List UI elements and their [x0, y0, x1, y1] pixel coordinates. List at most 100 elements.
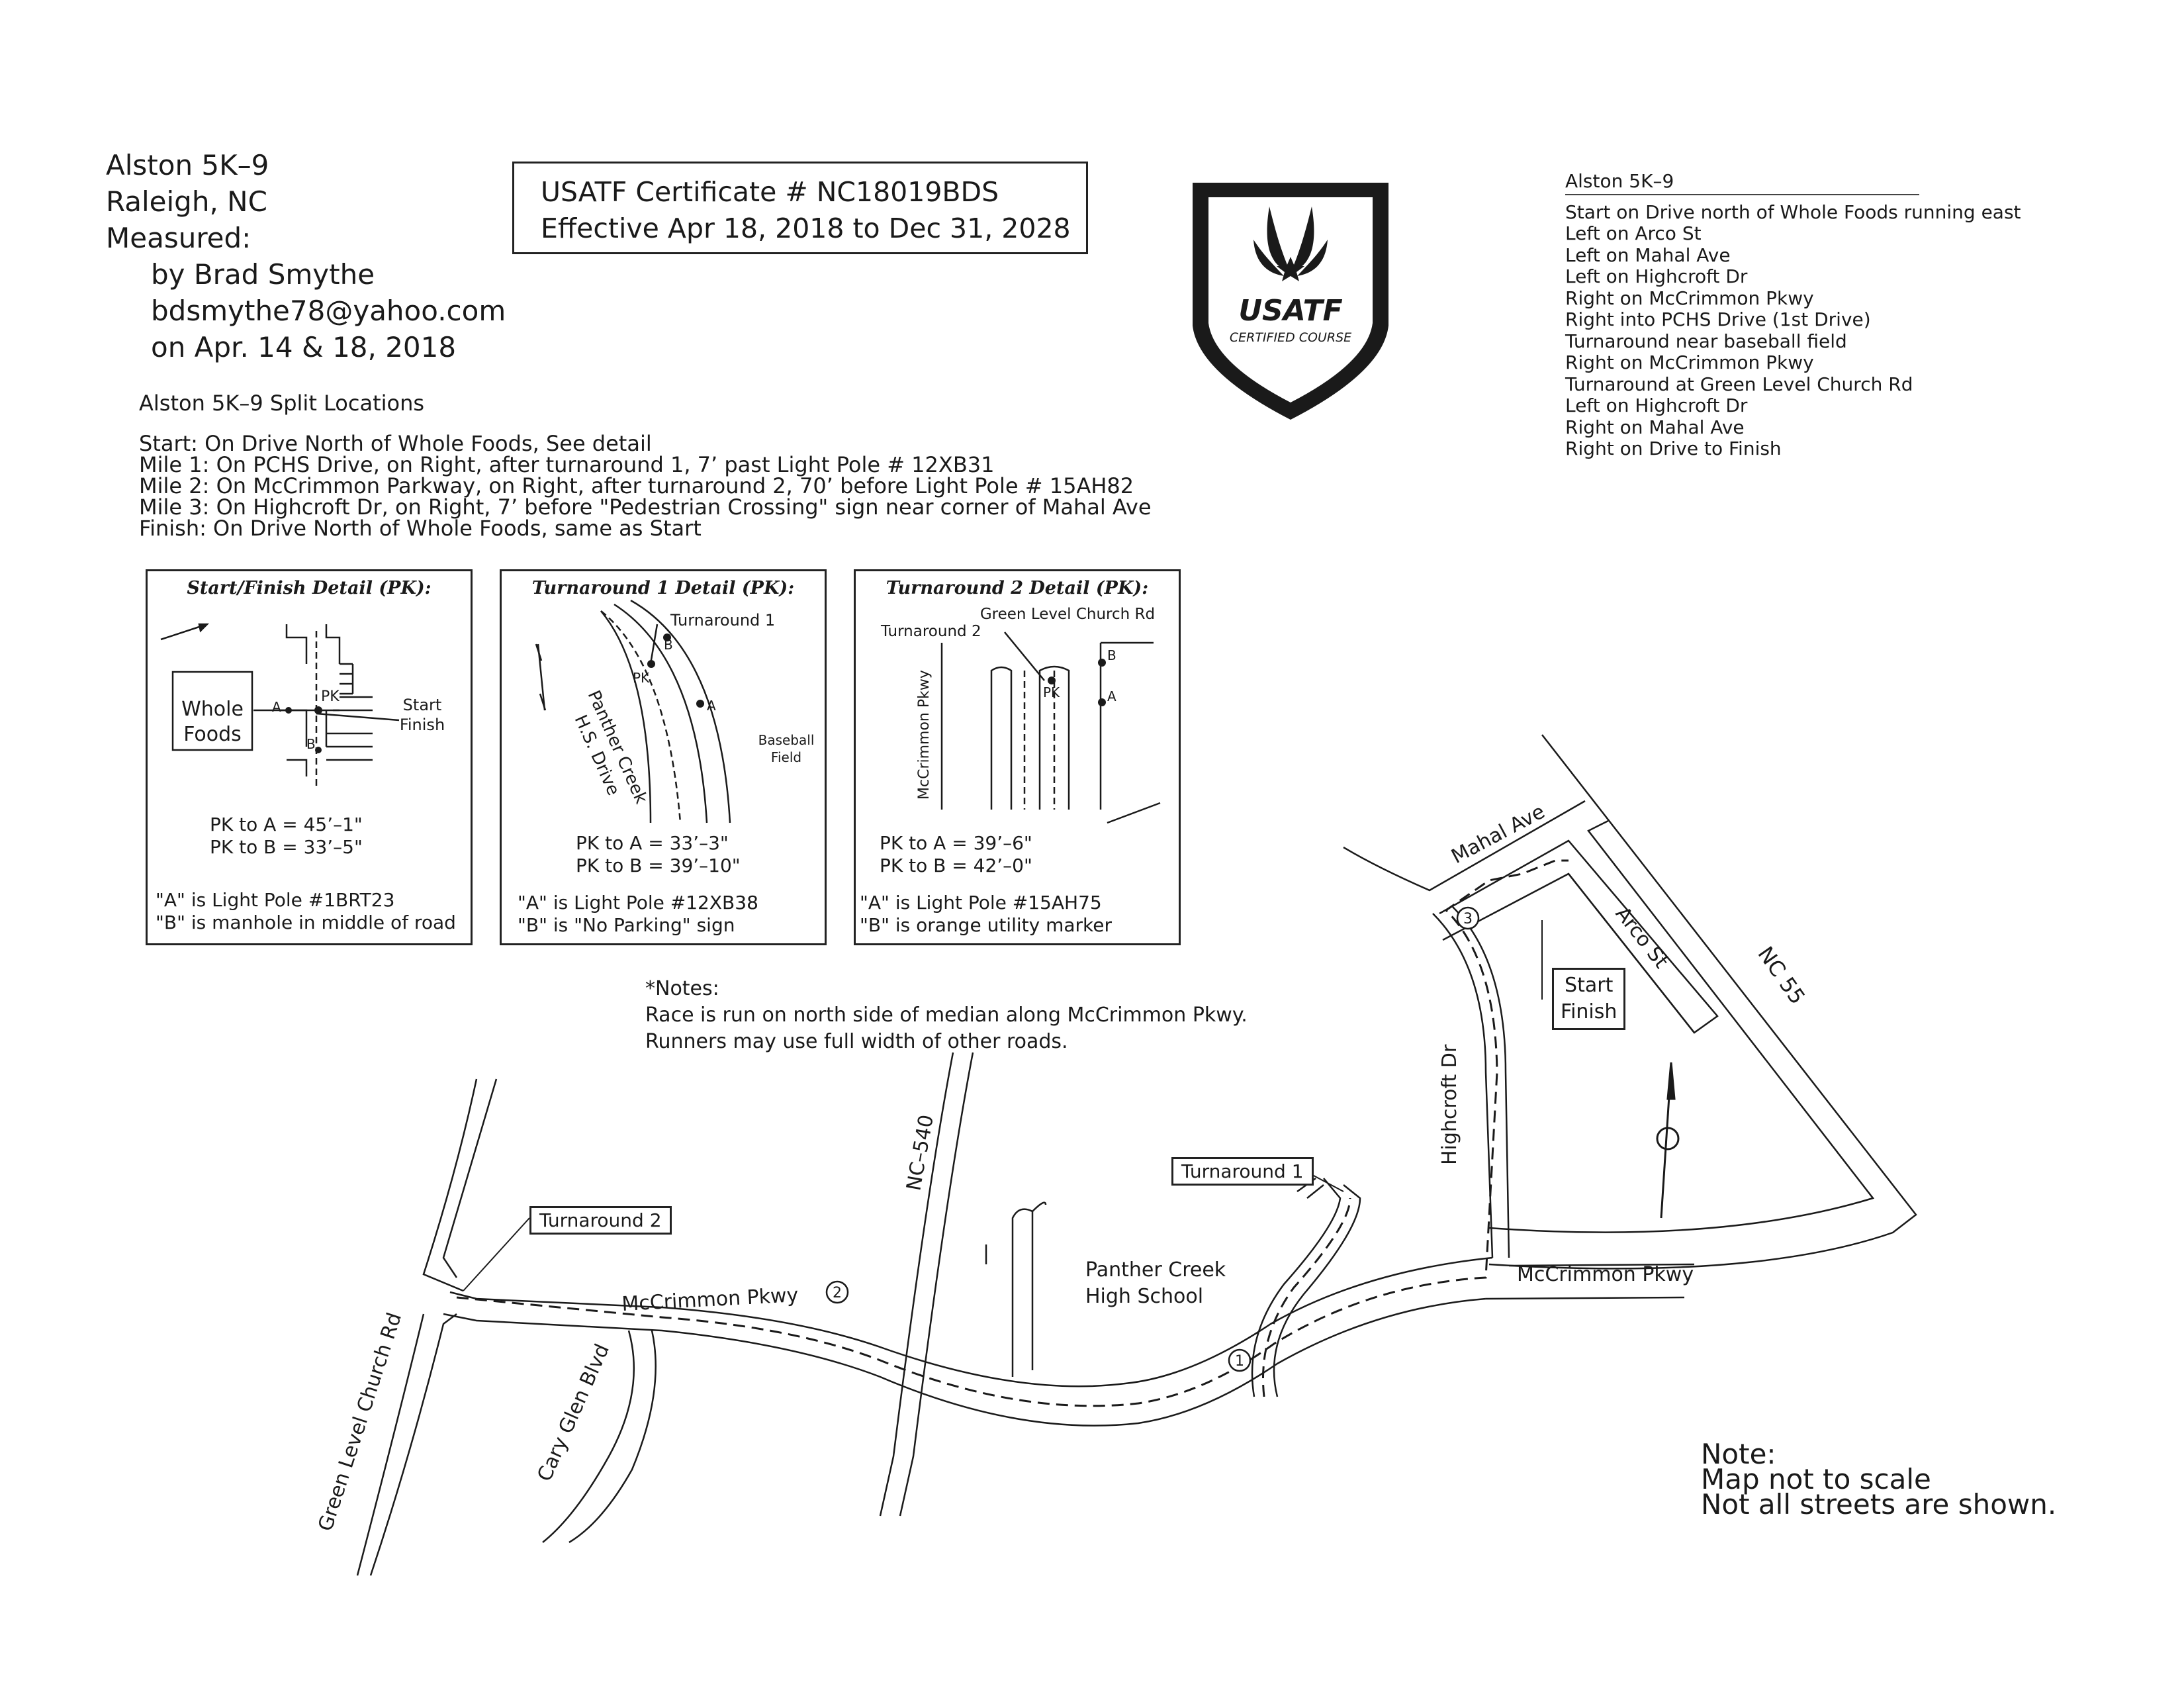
measurement-line: PK to A = 39’–6" [880, 832, 1032, 854]
measurement-line: PK to A = 45’–1" [210, 814, 363, 835]
mile-1-marker [1228, 1348, 1251, 1372]
race-name: Alston 5K–9 [106, 149, 269, 181]
note-line: "B" is manhole in middle of road [156, 912, 456, 933]
measured-label: Measured: [106, 222, 251, 254]
point-b: B [1107, 647, 1116, 663]
certificate-number: USATF Certificate # NC18019BDS [541, 176, 999, 208]
note-line: "A" is Light Pole #12XB38 [518, 892, 758, 914]
start-finish-callout: Start Finish [1552, 968, 1626, 1030]
note-line: "A" is Light Pole #1BRT23 [156, 889, 395, 911]
field-label: Field [771, 749, 801, 765]
turnaround-1-callout: Turnaround 1 [1171, 1157, 1314, 1186]
note-line: Race is run on north side of median alon… [645, 1004, 1248, 1027]
course-notes: *Notes: Race is run on north side of med… [645, 976, 1248, 1055]
split-line: Start: On Drive North of Whole Foods, Se… [139, 431, 652, 456]
label-nc55: NC 55 [1752, 942, 1810, 1009]
pk-label: PK [1043, 684, 1060, 700]
direction-step: Right into PCHS Drive (1st Drive) [1565, 308, 1871, 330]
logo-subtitle: CERTIFIED COURSE [1230, 330, 1351, 345]
measurer-email: bdsmythe78@yahoo.com [151, 295, 506, 327]
finish-label: Finish [400, 716, 445, 734]
measurement-line: PK to B = 33’–5" [210, 836, 363, 858]
scale-note-title: Note: [1701, 1438, 1776, 1470]
direction-step: Left on Arco St [1565, 222, 1702, 244]
label-school: High School [1085, 1285, 1203, 1308]
road-label: Green Level Church Rd [980, 606, 1155, 623]
measure-dates: on Apr. 14 & 18, 2018 [151, 331, 457, 363]
measurement-line: PK to B = 39’–10" [576, 855, 741, 876]
notes-title: *Notes: [645, 977, 719, 1000]
point-a: A [272, 699, 281, 715]
turnaround-2-callout: Turnaround 2 [529, 1206, 672, 1235]
turnaround-label: Turnaround 2 [880, 623, 981, 640]
field-label: Baseball [758, 732, 815, 748]
direction-step: Right on McCrimmon Pkwy [1565, 287, 1814, 309]
note-line: Runners may use full width of other road… [645, 1030, 1068, 1053]
panel-title: Turnaround 2 Detail (PK): [886, 578, 1149, 598]
split-line: Mile 3: On Highcroft Dr, on Right, 7’ be… [139, 494, 1152, 520]
label-green-level: Green Level Church Rd [314, 1310, 406, 1534]
split-line: Finish: On Drive North of Whole Foods, s… [139, 516, 702, 541]
logo-name: USATF [1238, 294, 1342, 328]
finish-label: Finish [1561, 1000, 1617, 1023]
winged-star-shield-icon: USATF CERTIFIED COURSE [1193, 183, 1388, 420]
point-b: B [664, 637, 673, 653]
turnaround-label: Turnaround 1 [670, 611, 775, 630]
pk-label: PK [321, 688, 340, 705]
label-mccrimmon-west: McCrimmon Pkwy [621, 1284, 799, 1316]
mile-3-marker [1456, 906, 1480, 930]
turnaround-2-diagram: Green Level Church Rd Turnaround 2 PK B … [880, 606, 1161, 824]
mile-2-marker [825, 1280, 849, 1304]
scale-note: Note: Map not to scale Not all streets a… [1701, 1438, 2057, 1521]
point-b: B [306, 736, 316, 752]
direction-step: Turnaround at Green Level Church Rd [1565, 373, 1913, 395]
measurement-line: PK to B = 42’–0" [880, 855, 1032, 876]
measurer-name: by Brad Smythe [151, 258, 375, 291]
whole-foods-label: Foods [183, 723, 242, 746]
start-label: Start [1565, 974, 1614, 997]
direction-step: Right on Mahal Ave [1565, 416, 1745, 438]
road-nc55 [1488, 734, 1917, 1270]
split-line: Mile 2: On McCrimmon Parkway, on Right, … [139, 473, 1134, 498]
mile-1-label: 1 [1235, 1353, 1244, 1370]
label-highcroft-dr: Highcroft Dr [1438, 1044, 1461, 1165]
panel-title: Start/Finish Detail (PK): [187, 578, 432, 598]
certificate-box: USATF Certificate # NC18019BDS Effective… [512, 162, 1088, 254]
mile-2-label: 2 [833, 1285, 842, 1301]
turnaround-1-diagram: Turnaround 1 B PK A Baseball Field Panth… [535, 599, 815, 823]
point-a: A [707, 698, 716, 714]
measurement-line: PK to A = 33’–3" [576, 832, 729, 854]
direction-step: Left on Mahal Ave [1565, 244, 1731, 266]
pk-label: PK [633, 670, 650, 686]
direction-step: Left on Highcroft Dr [1565, 265, 1748, 287]
road-label: McCrimmon Pkwy [916, 670, 933, 800]
splits-title: Alston 5K–9 Split Locations [139, 391, 425, 416]
note-line: "B" is orange utility marker [860, 914, 1112, 936]
mile-3-label: 3 [1463, 911, 1473, 927]
start-finish-detail-panel: Start/Finish Detail (PK): A B PK Start F [146, 569, 473, 945]
split-locations: Start: On Drive North of Whole Foods, Se… [139, 433, 1152, 539]
note-line: "B" is "No Parking" sign [518, 914, 735, 936]
road-nc55-inner [1488, 820, 1875, 1233]
split-line: Mile 1: On PCHS Drive, on Right, after t… [139, 452, 995, 477]
direction-step: Turnaround near baseball field [1565, 330, 1847, 352]
directions-title: Alston 5K–9 [1565, 170, 1919, 195]
direction-step: Right on Drive to Finish [1565, 438, 1782, 459]
whole-foods-label: Whole [181, 698, 244, 721]
scale-note-line: Map not to scale [1701, 1463, 1931, 1495]
label-nc540: NC–540 [902, 1113, 938, 1192]
label-mahal-ave: Mahal Ave [1447, 800, 1549, 868]
north-arrow-icon [1656, 1062, 1680, 1219]
certificate-effective: Effective Apr 18, 2018 to Dec 31, 2028 [541, 212, 1071, 244]
label-cary-glen: Cary Glen Blvd [533, 1340, 614, 1485]
start-finish-diagram: A B PK Start Finish Whole Foods [160, 623, 445, 790]
label-mccrimmon-east: McCrimmon Pkwy [1517, 1263, 1694, 1286]
race-location: Raleigh, NC [106, 185, 267, 218]
turnaround-2-detail-panel: Turnaround 2 Detail (PK): Green Level Ch… [854, 569, 1181, 945]
panel-title: Turnaround 1 Detail (PK): [531, 578, 795, 598]
start-label: Start [403, 696, 442, 714]
direction-step: Right on McCrimmon Pkwy [1565, 352, 1814, 373]
scale-note-line: Not all streets are shown. [1701, 1488, 2057, 1521]
direction-step: Left on Highcroft Dr [1565, 395, 1748, 416]
